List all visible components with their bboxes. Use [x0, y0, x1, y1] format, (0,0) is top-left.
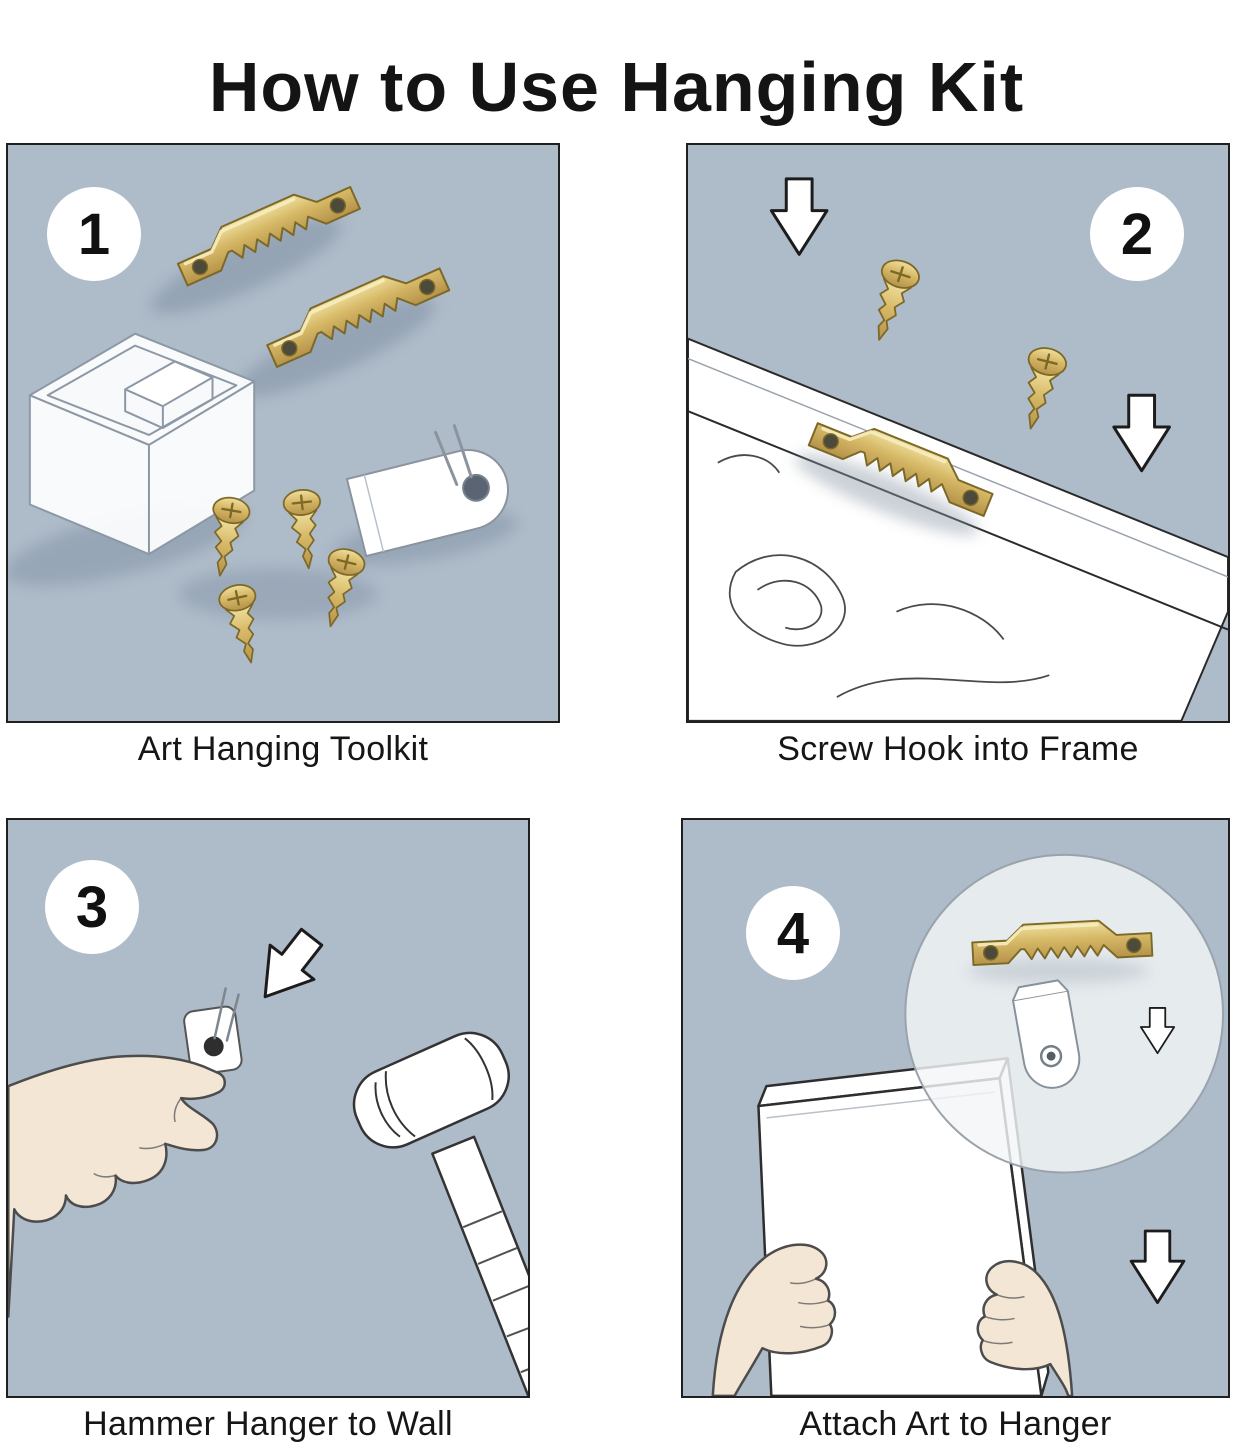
- step-caption-2: Screw Hook into Frame: [777, 730, 1139, 768]
- hammer: [352, 1031, 528, 1396]
- step-number: 4: [776, 900, 810, 966]
- hand: [8, 1054, 227, 1318]
- down-arrow-icon: [1129, 1229, 1186, 1305]
- right-hand: [976, 1259, 1074, 1396]
- screw-icon: [281, 486, 329, 572]
- toolkit-illustration: [8, 170, 518, 668]
- storage-box: [28, 332, 256, 556]
- step-number-badge: 1: [47, 187, 141, 281]
- picture-hanger: [183, 987, 243, 1076]
- down-arrow-icon: [241, 918, 335, 1016]
- wall-hook: [1012, 979, 1081, 1089]
- step-number-badge: 3: [45, 860, 139, 954]
- screw-icon: [1010, 343, 1071, 435]
- step-number-badge: 4: [746, 886, 840, 980]
- hammer-to-wall-illustration: [8, 918, 528, 1396]
- left-hand: [711, 1243, 837, 1396]
- magnifier-circle: [904, 853, 1225, 1174]
- shadow: [150, 218, 342, 314]
- step-number: 2: [1120, 201, 1154, 267]
- step-caption-1: Art Hanging Toolkit: [137, 730, 429, 768]
- attach-art-illustration: [711, 853, 1225, 1396]
- wood-grain: [717, 454, 1050, 698]
- step-panel-2: 2: [686, 143, 1230, 723]
- shadow: [794, 453, 979, 536]
- screw-into-frame-illustration: [688, 177, 1228, 721]
- screw-icon: [859, 254, 924, 347]
- step-number: 3: [75, 874, 109, 940]
- step-number: 1: [77, 201, 111, 267]
- step-number-badge: 2: [1090, 187, 1184, 281]
- step-panel-1: 1: [6, 143, 560, 723]
- shadow: [235, 298, 436, 398]
- down-arrow-icon: [769, 177, 829, 256]
- step-panel-4: 4: [681, 818, 1230, 1398]
- step-panel-3: 3: [6, 818, 530, 1398]
- down-arrow-icon: [1112, 393, 1171, 473]
- step-caption-4: Attach Art to Hanger: [799, 1405, 1112, 1443]
- step-caption-3: Hammer Hanger to Wall: [83, 1405, 453, 1443]
- page-title: How to Use Hanging Kit: [208, 47, 1025, 126]
